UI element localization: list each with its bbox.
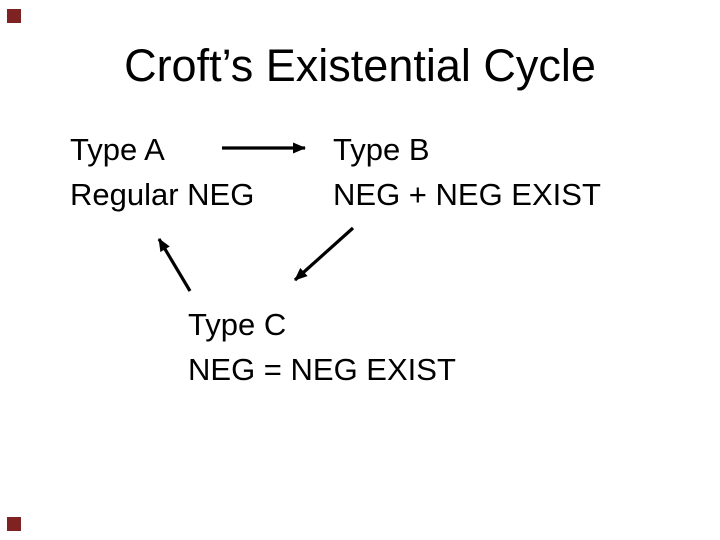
node-type-a: Type A Regular NEG	[70, 127, 254, 217]
node-type-b-label: Type B	[333, 132, 430, 167]
arrow-type-c-to-type-a	[157, 238, 192, 292]
slide-title: Croft’s Existential Cycle	[124, 40, 596, 91]
node-type-c-label: Type C	[188, 307, 287, 342]
node-type-a-sublabel: Regular NEG	[70, 177, 255, 212]
corner-artifact-bottom-left	[7, 517, 21, 531]
node-type-c: Type C NEG = NEG EXIST	[188, 302, 456, 392]
node-type-b-sublabel: NEG + NEG EXIST	[333, 177, 601, 212]
arrow-type-b-to-type-c	[293, 226, 355, 282]
node-type-c-sublabel: NEG = NEG EXIST	[188, 352, 456, 387]
node-type-b: Type B NEG + NEG EXIST	[333, 127, 601, 217]
node-type-a-label: Type A	[70, 132, 165, 167]
corner-artifact-top-left	[7, 9, 21, 23]
